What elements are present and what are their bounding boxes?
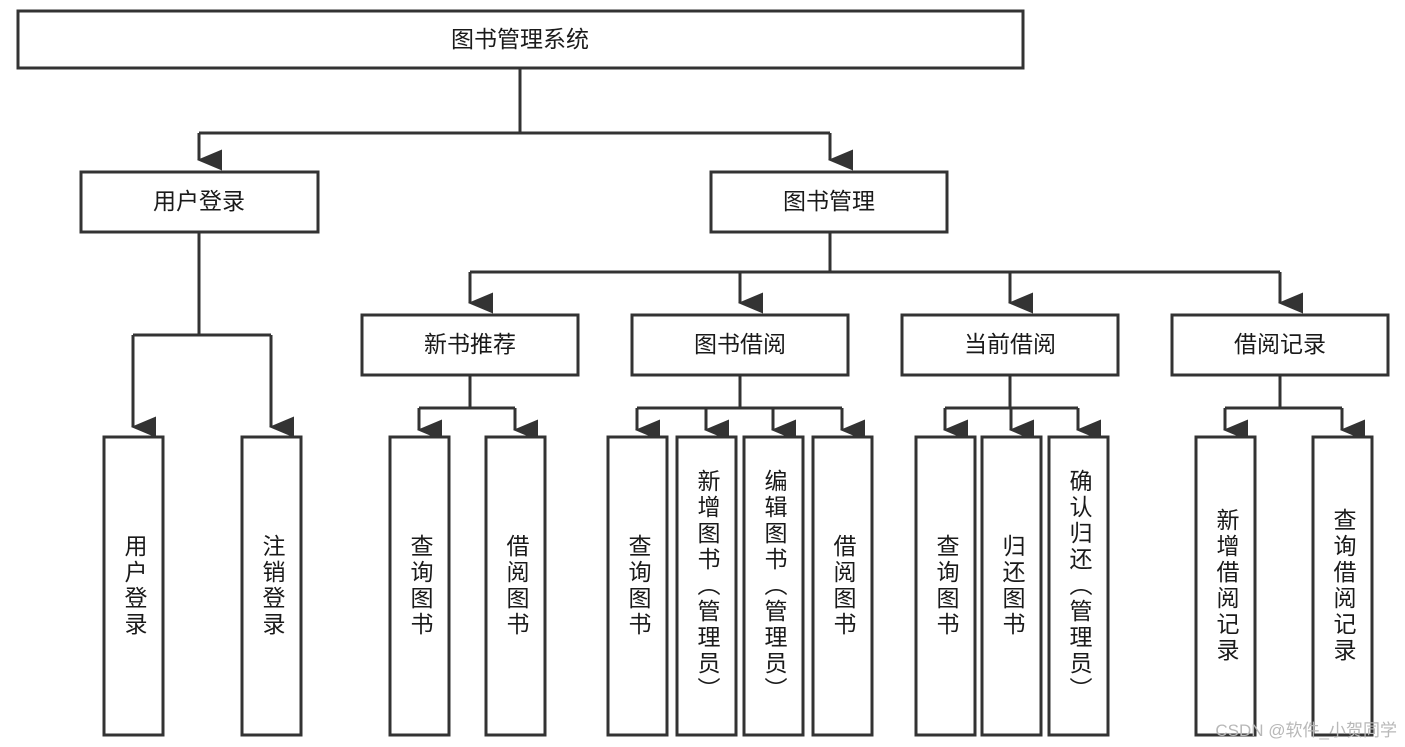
node-new-book-recommend[interactable] <box>360 313 580 377</box>
node-current-borrow-label: 当前借阅 <box>964 331 1056 357</box>
leaf-box[interactable] <box>1194 435 1257 737</box>
node-user-login[interactable] <box>79 170 320 234</box>
connector-borrow-to-leaves <box>634 375 866 441</box>
connector-record-to-leaves <box>1222 375 1366 441</box>
leaf-box[interactable] <box>240 435 303 737</box>
connector-root-to-level2 <box>196 68 854 171</box>
csdn-watermark: CSDN @软件_小贺同学 <box>1215 721 1397 740</box>
leaf-box[interactable] <box>606 435 669 737</box>
leaf-box[interactable] <box>388 435 451 737</box>
connector-bookmgmt-to-level3 <box>467 232 1304 314</box>
node-borrow-record[interactable] <box>1170 313 1390 377</box>
leaf-box[interactable] <box>1047 435 1110 737</box>
node-current-borrow[interactable] <box>900 313 1120 377</box>
connector-current-to-leaves <box>942 375 1102 441</box>
node-book-management[interactable] <box>709 170 949 234</box>
node-user-login-label: 用户登录 <box>153 188 245 214</box>
leaf-box[interactable] <box>914 435 977 737</box>
connector-userlogin-to-leaves <box>130 232 295 438</box>
node-root-label: 图书管理系统 <box>451 26 589 52</box>
leaf-box[interactable] <box>742 435 805 737</box>
node-root[interactable] <box>16 9 1025 70</box>
leaf-box[interactable] <box>675 435 738 737</box>
leaf-box[interactable] <box>980 435 1043 737</box>
leaf-box[interactable] <box>811 435 874 737</box>
connector-newbook-to-leaves <box>416 375 539 441</box>
node-book-management-label: 图书管理 <box>783 188 875 214</box>
node-book-borrow[interactable] <box>630 313 850 377</box>
leaf-box[interactable] <box>102 435 165 737</box>
leaf-box[interactable] <box>1311 435 1374 737</box>
node-borrow-record-label: 借阅记录 <box>1234 331 1326 357</box>
leaf-box[interactable] <box>484 435 547 737</box>
node-book-borrow-label: 图书借阅 <box>694 331 786 357</box>
node-new-book-recommend-label: 新书推荐 <box>424 331 516 357</box>
